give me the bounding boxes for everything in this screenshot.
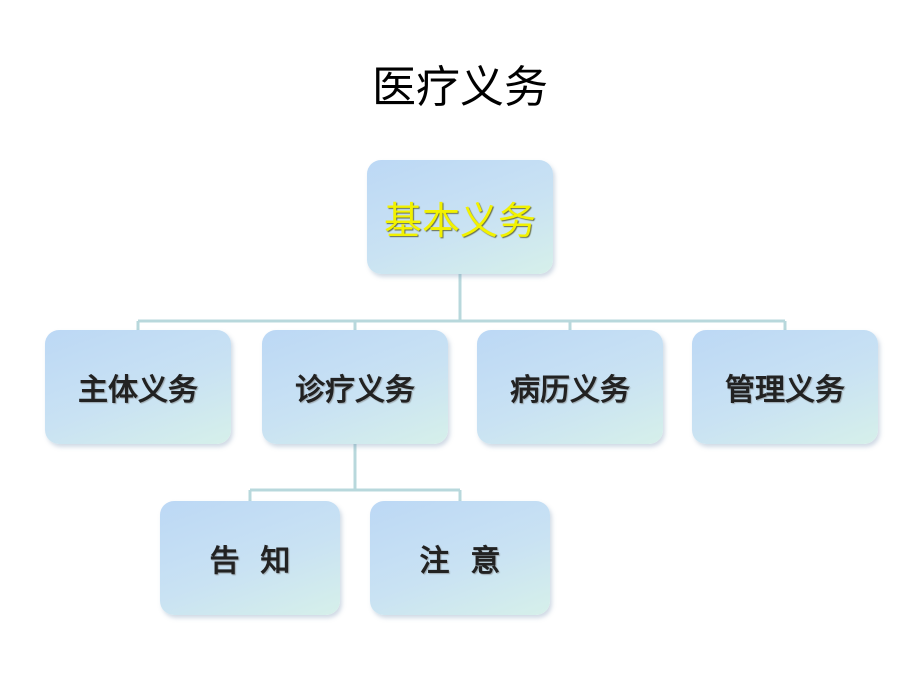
node-subject-obligation: 主体义务 xyxy=(45,330,231,444)
node-diagnosis-obligation: 诊疗义务 xyxy=(262,330,448,444)
node-inform: 告 知 xyxy=(160,501,340,615)
slide-title: 医疗义务 xyxy=(372,62,548,113)
node-basic-obligation: 基本义务 xyxy=(367,160,553,274)
node-management-obligation: 管理义务 xyxy=(692,330,878,444)
node-attention: 注 意 xyxy=(370,501,550,615)
node-record-obligation: 病历义务 xyxy=(477,330,663,444)
